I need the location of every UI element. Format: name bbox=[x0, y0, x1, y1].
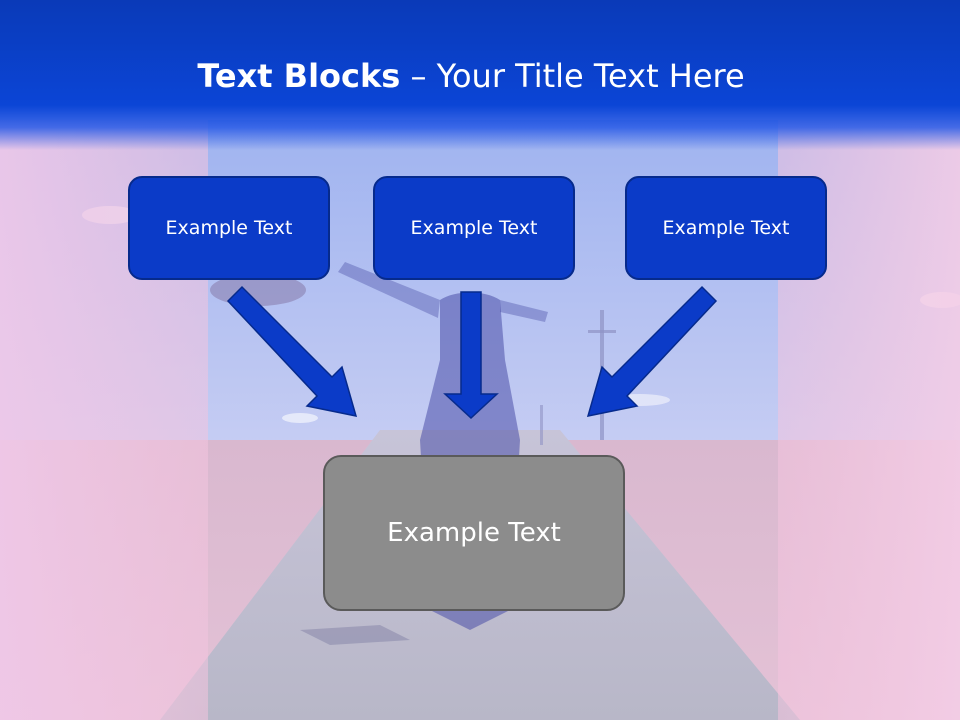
arrow-down bbox=[443, 291, 499, 420]
text-block-2-label: Example Text bbox=[410, 217, 538, 239]
result-block[interactable]: Example Text bbox=[323, 455, 625, 611]
slide-title: Text Blocks – Your Title Text Here bbox=[0, 52, 942, 100]
arrow-left-down-right bbox=[226, 285, 358, 417]
text-block-1[interactable]: Example Text bbox=[128, 176, 330, 280]
title-bar bbox=[0, 0, 960, 150]
text-block-3[interactable]: Example Text bbox=[625, 176, 827, 280]
arrow-right-down-left bbox=[586, 285, 718, 417]
text-block-2[interactable]: Example Text bbox=[373, 176, 575, 280]
title-rest-part: Your Title Text Here bbox=[436, 57, 745, 95]
result-block-label: Example Text bbox=[387, 518, 561, 548]
title-separator: – bbox=[400, 57, 437, 95]
title-bold-part: Text Blocks bbox=[197, 57, 401, 95]
text-block-3-label: Example Text bbox=[662, 217, 790, 239]
text-block-1-label: Example Text bbox=[165, 217, 293, 239]
